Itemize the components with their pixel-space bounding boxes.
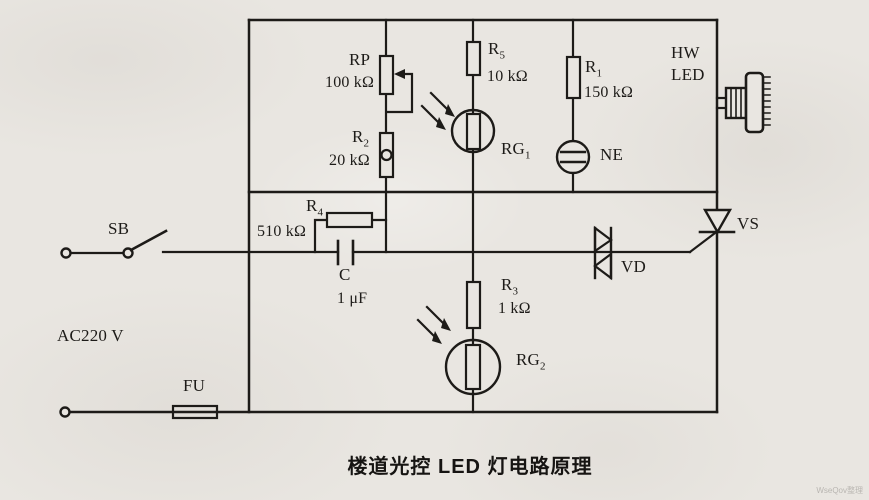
potentiometer-rp (378, 54, 414, 114)
label-r3: R3 (501, 275, 519, 298)
led-lamp (715, 71, 771, 134)
diac-vd (593, 225, 613, 281)
resistor-r4 (325, 211, 374, 229)
thyristor-vs (698, 208, 736, 235)
label-fu: FU (183, 376, 206, 395)
value-r2: 20 kΩ (329, 152, 370, 169)
label-sb: SB (108, 219, 130, 238)
resistor-r5 (465, 40, 482, 77)
label-rp: RP (349, 50, 371, 69)
capacitor-c (336, 239, 355, 266)
value-r4: 510 kΩ (257, 223, 307, 240)
label-r2: R2 (352, 127, 370, 150)
label-rg1: RG1 (501, 139, 531, 162)
label-hw-led: HW LED (671, 43, 705, 84)
value-c: 1 μF (337, 290, 368, 307)
label-vd: VD (621, 257, 646, 276)
value-r1: 150 kΩ (584, 84, 634, 101)
switch-sb (60, 229, 168, 259)
label-ne: NE (600, 145, 624, 164)
value-rp: 100 kΩ (325, 74, 375, 91)
watermark: WseQov整理 (816, 486, 863, 495)
resistor-r3 (465, 280, 482, 330)
figure-caption: 楼道光控 LED 灯电路原理 (347, 456, 593, 478)
resistor-r2 (378, 131, 395, 179)
photoresistor-rg1 (420, 91, 496, 154)
resistor-r1 (565, 55, 582, 100)
neon-lamp-ne (555, 139, 591, 175)
fuse-fu (59, 404, 219, 420)
label-vs: VS (737, 214, 760, 233)
label-r1: R1 (585, 57, 603, 80)
photoresistor-rg2 (416, 305, 502, 396)
label-c: C (339, 265, 351, 284)
value-r5: 10 kΩ (487, 68, 528, 85)
label-ac: AC220 V (57, 326, 124, 345)
label-r5: R5 (488, 39, 506, 62)
value-r3: 1 kΩ (498, 300, 531, 317)
label-r4: R4 (306, 196, 324, 219)
label-rg2: RG2 (516, 350, 546, 373)
